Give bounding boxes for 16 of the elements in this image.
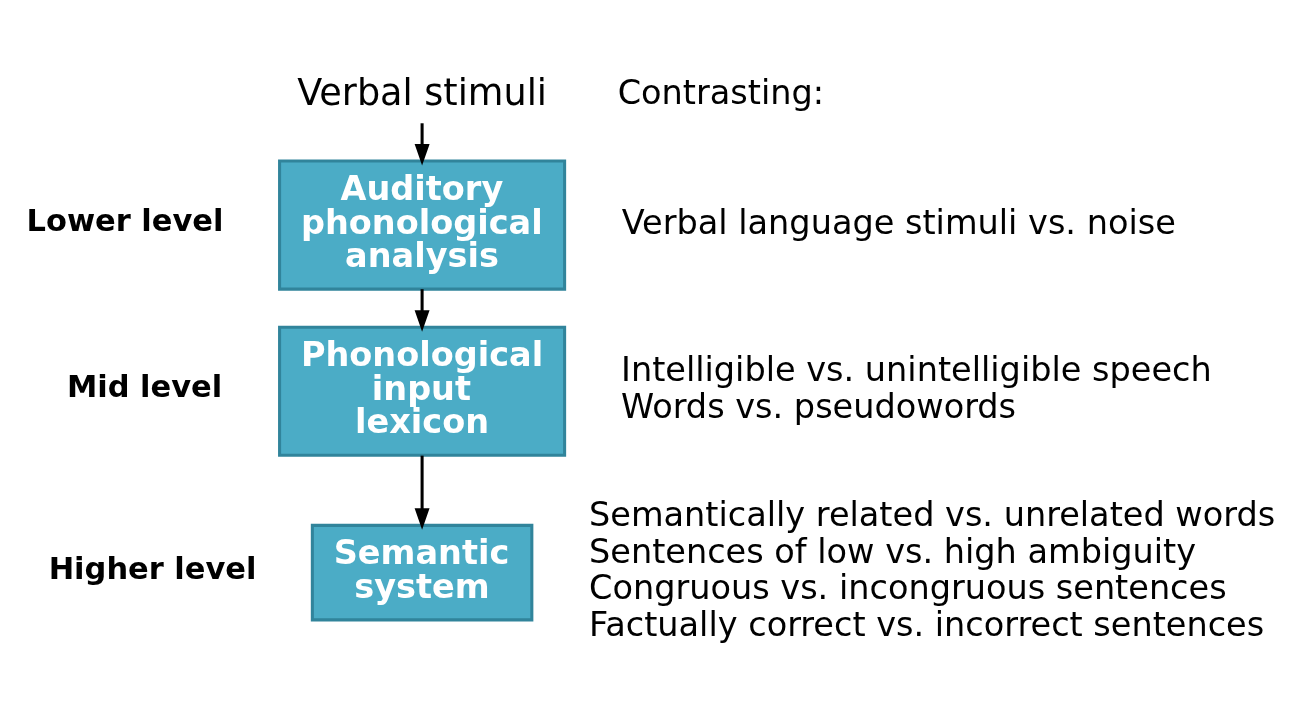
- node-label: Higher level: [48, 550, 257, 586]
- node-label: Verbal language stimuli vs. noise: [621, 202, 1176, 242]
- node-label: Lower level: [26, 203, 224, 239]
- arrow: [414, 455, 430, 530]
- node-label: Mid level: [66, 369, 223, 405]
- node-box: Auditory phonological analysis: [278, 159, 567, 291]
- node-label: Intelligible vs. unintelligible speech: [621, 350, 1212, 390]
- node-text: Verbal stimuli: [297, 70, 548, 114]
- node-box: Phonological input lexicon: [278, 325, 567, 457]
- node-box: Semantic system: [310, 523, 534, 622]
- arrow: [414, 123, 430, 166]
- label: Contrasting:: [617, 73, 825, 113]
- node-label: Factually correct vs. incorrect sentences: [589, 605, 1265, 645]
- node-label: Words vs. pseudowords: [621, 387, 1017, 427]
- node-label: Semantically related vs. unrelated words: [589, 495, 1276, 535]
- arrow: [414, 289, 430, 332]
